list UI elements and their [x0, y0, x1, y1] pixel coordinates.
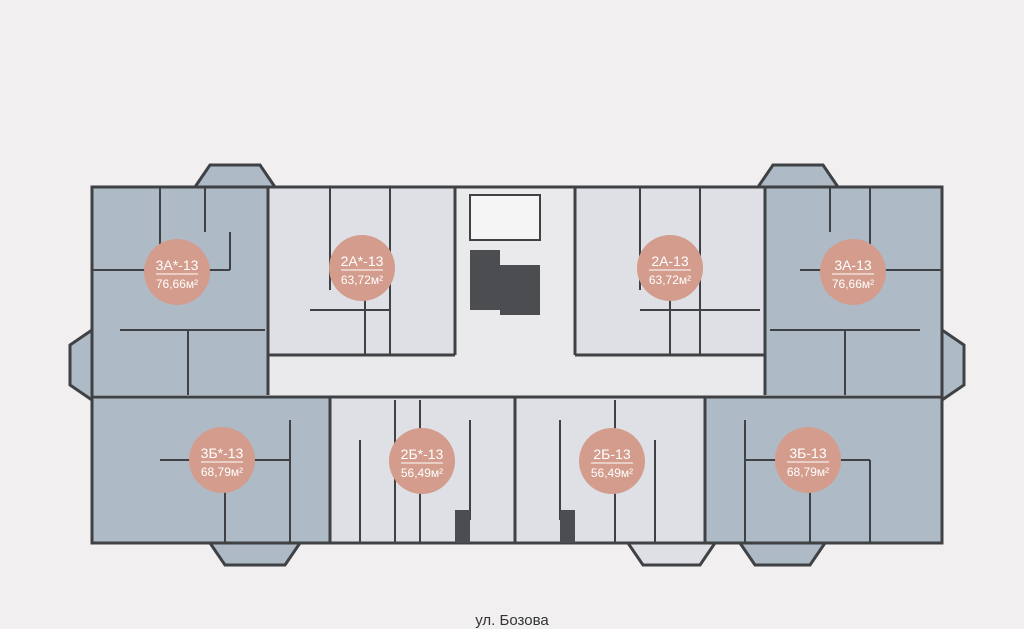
apartment-badge[interactable]: 3Б*-13 68,79м² [189, 427, 255, 493]
apartment-area: 76,66м² [832, 277, 874, 291]
apartment-area: 76,66м² [156, 277, 198, 291]
bay-window [207, 541, 303, 567]
apartment-badge[interactable]: 3A-13 76,66м² [820, 239, 886, 305]
apartment-area: 56,49м² [401, 466, 443, 480]
apartment-id: 2Б*-13 [401, 446, 444, 462]
corridor [268, 355, 765, 397]
interior-walls [91, 187, 942, 543]
bay-window [192, 163, 278, 189]
apartment-area: 56,49м² [591, 466, 633, 480]
apartment-area: 68,79м² [201, 465, 243, 479]
apartment-badge[interactable]: 2A*-13 63,72м² [329, 235, 395, 301]
apartment-area: 63,72м² [649, 273, 691, 287]
apartment-badge[interactable]: 3Б-13 68,79м² [775, 427, 841, 493]
apartment-id: 2A-13 [651, 253, 689, 269]
bay-window [68, 327, 94, 403]
bay-window [940, 327, 966, 403]
apartment-id: 3Б*-13 [201, 445, 244, 461]
apartment-area: 63,72м² [341, 273, 383, 287]
apartment-id: 3Б-13 [789, 445, 826, 461]
apartment-id: 3A*-13 [156, 257, 199, 273]
street-label: ул. Бозова [475, 612, 549, 629]
apartment-badge[interactable]: 3A*-13 76,66м² [144, 239, 210, 305]
apartment-id: 3A-13 [834, 257, 872, 273]
apartment-id: 2A*-13 [341, 253, 384, 269]
apartment-area: 68,79м² [787, 465, 829, 479]
apartment-badge[interactable]: 2Б-13 56,49м² [579, 428, 645, 494]
apartment-badge[interactable]: 2Б*-13 56,49м² [389, 428, 455, 494]
apartment-badge[interactable]: 2A-13 63,72м² [637, 235, 703, 301]
bay-window [625, 541, 718, 567]
bay-window [737, 541, 828, 567]
apartment-id: 2Б-13 [593, 446, 630, 462]
bay-window [755, 163, 841, 189]
